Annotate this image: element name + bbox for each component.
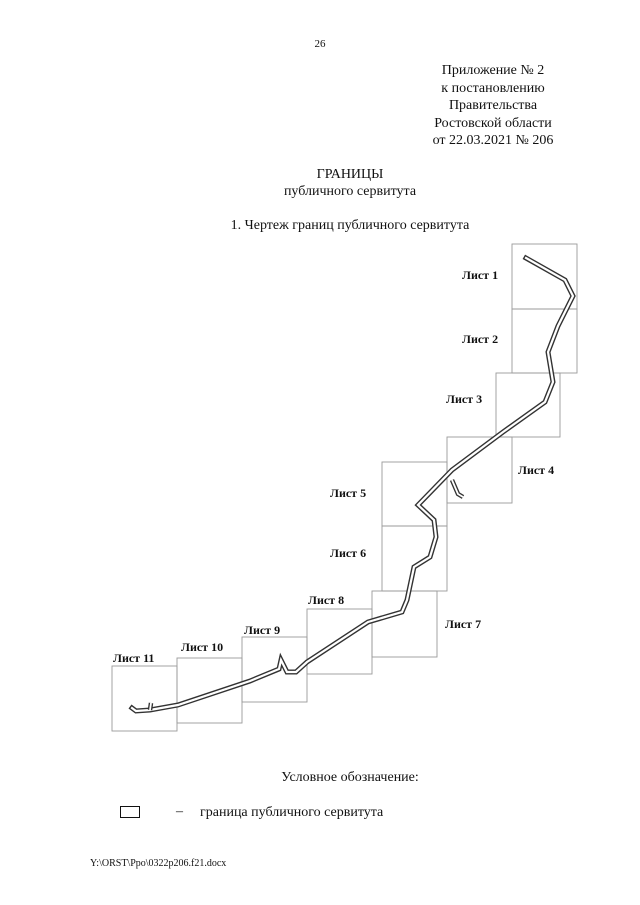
route-tail-interior [149, 702, 152, 711]
appendix-line: от 22.03.2021 № 206 [432, 133, 554, 149]
appendix-line: Ростовской области [434, 115, 552, 131]
servitude-boundary-drawing: Лист 1 Лист 2 Лист 3 Лист 4 Лист 5 Лист … [111, 243, 578, 732]
sheet-label-11: Лист 11 [113, 651, 154, 665]
sheet-frame-1 [511, 243, 578, 310]
sheet-label-8: Лист 8 [308, 593, 344, 607]
document-subtitle: публичного сервитута [283, 184, 417, 199]
appendix-line: Правительства [448, 98, 538, 114]
sheet-frame-11 [111, 665, 178, 732]
file-path-footer: Y:\ORST\Ppo\0322p206.f21.docx [90, 858, 227, 869]
route-interior [130, 256, 575, 713]
route-spur-interior [451, 479, 464, 498]
legend-boundary-symbol [120, 806, 140, 818]
appendix-block: Приложение № 2 к постановлению Правитель… [408, 62, 578, 150]
sheet-label-6: Лист 6 [330, 546, 366, 560]
sheet-label-10: Лист 10 [181, 640, 223, 654]
servitude-route [128, 254, 576, 714]
sheet-label-1: Лист 1 [462, 268, 498, 282]
sheet-label-9: Лист 9 [244, 623, 280, 637]
sheet-frame-10 [176, 657, 243, 724]
sheet-frame-5 [381, 461, 448, 527]
legend-title: Условное обозначение: [281, 770, 419, 785]
appendix-line: к постановлению [441, 80, 545, 96]
sheet-grid [111, 243, 578, 732]
sheet-labels: Лист 1 Лист 2 Лист 3 Лист 4 Лист 5 Лист … [113, 268, 554, 665]
document-title-block: ГРАНИЦЫ публичного сервитута [0, 166, 640, 200]
legend-dash: – [176, 804, 183, 819]
appendix-line: Приложение № 2 [441, 63, 545, 78]
sheet-frame-2 [511, 308, 578, 374]
page-number: 26 [314, 38, 326, 50]
sheet-label-3: Лист 3 [446, 392, 482, 406]
legend-label: граница публичного сервитута [200, 805, 384, 820]
sheet-label-5: Лист 5 [330, 486, 366, 500]
sheet-frame-3 [495, 372, 561, 438]
section-heading: 1. Чертеж границ публичного сервитута [230, 218, 470, 233]
sheet-label-4: Лист 4 [518, 463, 554, 477]
sheet-label-2: Лист 2 [462, 332, 498, 346]
sheet-label-7: Лист 7 [445, 617, 481, 631]
document-title: ГРАНИЦЫ [316, 167, 384, 182]
